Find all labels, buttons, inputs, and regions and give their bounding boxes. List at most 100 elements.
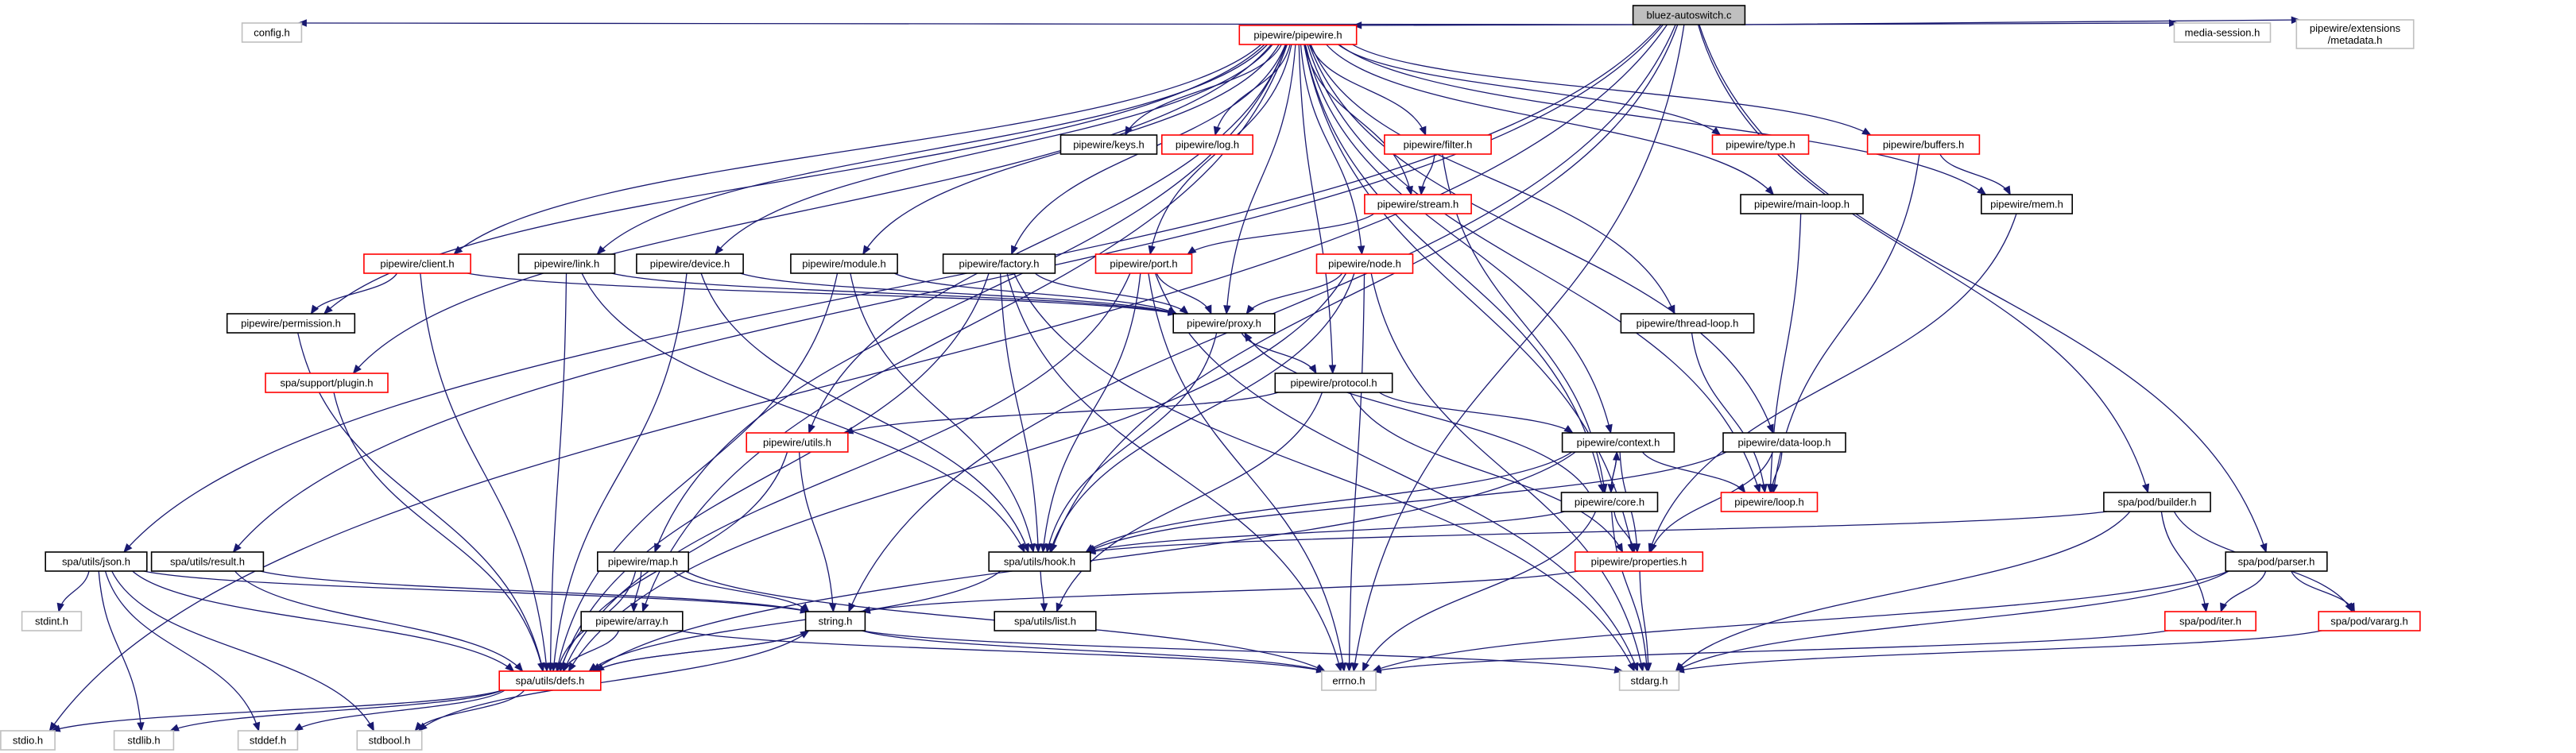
- node-label: pipewire/properties.h: [1591, 556, 1687, 568]
- arrowhead-icon: [1405, 185, 1413, 196]
- node-result[interactable]: spa/utils/result.h: [150, 551, 265, 572]
- edge-pipewire-to-node: [1300, 44, 1365, 256]
- node-proxy[interactable]: pipewire/proxy.h: [1172, 313, 1276, 334]
- edge-line: [596, 44, 1269, 255]
- node-vararg[interactable]: spa/pod/vararg.h: [2318, 611, 2421, 631]
- node-stream[interactable]: pipewire/stream.h: [1364, 194, 1472, 214]
- arrowhead-icon: [1563, 425, 1574, 434]
- node-core[interactable]: pipewire/core.h: [1560, 492, 1659, 512]
- node-module[interactable]: pipewire/module.h: [790, 253, 898, 274]
- node-data-loop[interactable]: pipewire/data-loop.h: [1722, 432, 1846, 453]
- node-protocol[interactable]: pipewire/protocol.h: [1274, 373, 1393, 393]
- arrowhead-icon: [2142, 483, 2150, 494]
- node-box: [1161, 134, 1254, 155]
- arrowhead-icon: [1615, 543, 1624, 554]
- node-factory[interactable]: pipewire/factory.h: [942, 253, 1056, 274]
- arrowhead-icon: [1213, 126, 1222, 137]
- node-array[interactable]: pipewire/array.h: [580, 611, 684, 631]
- node-properties[interactable]: pipewire/properties.h: [1574, 551, 1704, 572]
- node-thread-loop[interactable]: pipewire/thread-loop.h: [1620, 313, 1755, 334]
- node-port[interactable]: pipewire/port.h: [1094, 253, 1193, 274]
- node-label: pipewire/data-loop.h: [1737, 437, 1830, 449]
- node-list[interactable]: spa/utils/list.h: [994, 611, 1097, 631]
- node-type[interactable]: pipewire/type.h: [1711, 134, 1810, 155]
- edge-protocol-to-list: [1056, 392, 1323, 613]
- arrowhead-icon: [562, 662, 570, 673]
- node-plugin[interactable]: spa/support/plugin.h: [265, 373, 389, 393]
- node-filter[interactable]: pipewire/filter.h: [1384, 134, 1492, 155]
- edge-line: [418, 630, 810, 732]
- edge-core-to-errno: [1362, 511, 1597, 673]
- node-builder[interactable]: spa/pod/builder.h: [2103, 492, 2211, 512]
- edge-vararg-to-stdarg: [1675, 630, 2322, 674]
- edge-root-to-errno: [1351, 24, 1685, 673]
- node-box: [1238, 25, 1358, 45]
- node-node[interactable]: pipewire/node.h: [1315, 253, 1414, 274]
- arrowhead-icon: [1419, 126, 1427, 137]
- edge-line: [1378, 392, 1574, 434]
- arrowhead-icon: [137, 722, 145, 732]
- node-label: pipewire/permission.h: [241, 318, 341, 330]
- edge-module-to-hook: [850, 272, 1036, 554]
- edge-pipewire-to-buffers: [1352, 44, 1872, 136]
- edge-line: [132, 570, 514, 672]
- edge-string-to-errno: [862, 630, 1327, 673]
- node-mem[interactable]: pipewire/mem.h: [1981, 194, 2074, 214]
- arrowhead-icon: [514, 662, 524, 673]
- edge-line: [1244, 332, 1590, 493]
- node-json[interactable]: spa/utils/json.h: [45, 551, 148, 572]
- node-box: [1315, 253, 1414, 274]
- edge-pipewire-to-map: [654, 44, 1287, 554]
- node-link[interactable]: pipewire/link.h: [517, 253, 616, 274]
- node-buffers[interactable]: pipewire/buffers.h: [1866, 134, 1981, 155]
- node-defs[interactable]: spa/utils/defs.h: [498, 670, 602, 691]
- node-iter[interactable]: spa/pod/iter.h: [2164, 611, 2257, 631]
- edge-line: [862, 630, 1326, 672]
- node-label: stdbool.h: [369, 735, 411, 747]
- node-label: pipewire/core.h: [1575, 496, 1644, 508]
- node-hook[interactable]: spa/utils/hook.h: [988, 551, 1091, 572]
- node-box: [1172, 313, 1276, 334]
- node-box: [150, 551, 265, 572]
- arrowhead-icon: [1034, 543, 1042, 554]
- node-parser[interactable]: spa/pod/parser.h: [2225, 551, 2328, 572]
- node-context[interactable]: pipewire/context.h: [1561, 432, 1675, 453]
- arrowhead-icon: [1179, 305, 1189, 315]
- arrowhead-icon: [800, 630, 810, 639]
- edge-port-to-hook: [1040, 272, 1141, 554]
- edge-factory-to-hook: [999, 272, 1042, 554]
- edge-line: [1187, 213, 1375, 255]
- edge-pipewire-to-proxy: [1223, 44, 1296, 315]
- node-device[interactable]: pipewire/device.h: [636, 253, 744, 274]
- node-log[interactable]: pipewire/log.h: [1161, 134, 1254, 155]
- edge-line: [310, 272, 398, 315]
- edge-line: [679, 630, 1326, 672]
- edge-line: [1245, 272, 1343, 315]
- node-stddef: stddef.h: [237, 730, 299, 751]
- node-label: pipewire/map.h: [608, 556, 678, 568]
- edge-parser-to-errno: [1371, 570, 2229, 672]
- edge-line: [1006, 272, 1342, 672]
- node-label: pipewire/buffers.h: [1883, 139, 1964, 151]
- node-label: pipewire/type.h: [1726, 139, 1795, 151]
- edge-pipewire-to-mem: [1338, 44, 1987, 195]
- node-client[interactable]: pipewire/client.h: [363, 253, 471, 274]
- node-string[interactable]: string.h: [804, 611, 866, 631]
- node-utils[interactable]: pipewire/utils.h: [746, 432, 849, 453]
- node-pipewire[interactable]: pipewire/pipewire.h: [1238, 25, 1358, 45]
- node-permission[interactable]: pipewire/permission.h: [226, 313, 356, 334]
- edge-mem-to-properties: [1648, 213, 2017, 554]
- node-label: bluez-autoswitch.c: [1647, 10, 1732, 21]
- arrowhead-icon: [556, 662, 564, 673]
- edge-result-to-defs: [234, 570, 524, 673]
- edge-line: [1939, 153, 2011, 195]
- node-box: [1740, 194, 1864, 214]
- node-box: [1094, 253, 1193, 274]
- node-box: [113, 730, 175, 751]
- node-map[interactable]: pipewire/map.h: [596, 551, 689, 572]
- node-loop[interactable]: pipewire/loop.h: [1720, 492, 1819, 512]
- edge-node-to-stdarg: [1370, 272, 1645, 673]
- node-main-loop[interactable]: pipewire/main-loop.h: [1740, 194, 1864, 214]
- node-keys[interactable]: pipewire/keys.h: [1059, 134, 1158, 155]
